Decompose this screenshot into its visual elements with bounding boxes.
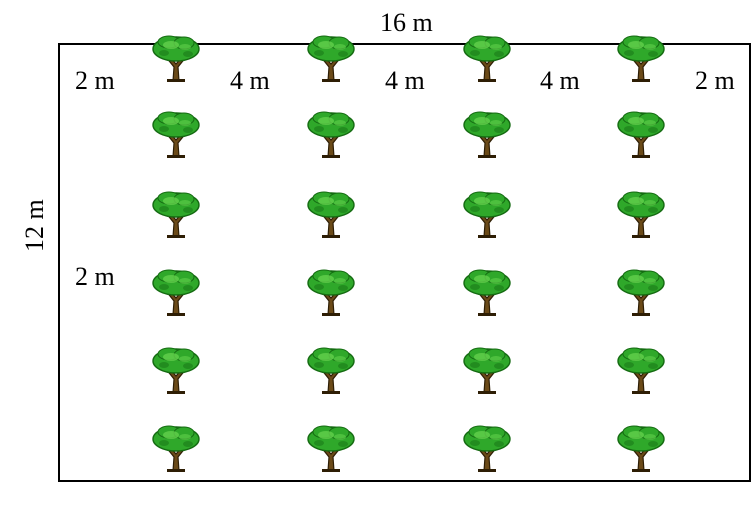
orchard-field <box>58 43 751 482</box>
spacing-label-row-gap: 2 m <box>75 262 115 291</box>
spacing-label-right-margin: 2 m <box>695 66 735 95</box>
height-dimension-label: 12 m <box>20 199 49 252</box>
spacing-label-gap-1: 4 m <box>230 66 270 95</box>
width-dimension-label: 16 m <box>380 8 433 37</box>
spacing-label-left-margin: 2 m <box>75 66 115 95</box>
spacing-label-gap-3: 4 m <box>540 66 580 95</box>
spacing-label-gap-2: 4 m <box>385 66 425 95</box>
